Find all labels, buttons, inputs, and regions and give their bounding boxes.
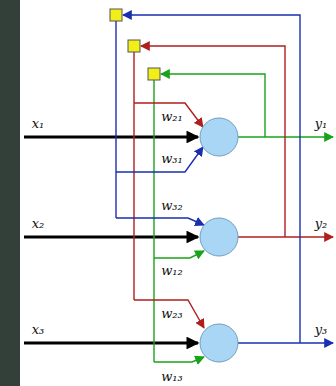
signal-label: y₃ [315,323,328,336]
signal-label: y₁ [315,117,328,130]
signal-label: w₁₃ [161,370,183,383]
signal-label: x₁ [32,117,45,130]
red-feedback-wires [134,46,333,328]
delay-squares [110,9,160,80]
signal-label: w₂₁ [161,110,183,123]
signal-label: x₃ [32,323,45,336]
signal-label: w₃₂ [161,199,183,212]
signal-label: x₂ [32,217,45,230]
neuron-circles [200,118,238,362]
input-arrows [24,137,198,343]
signal-label: y₂ [315,217,328,230]
signal-label: w₃₁ [161,152,183,165]
signal-label: w₂₃ [161,307,183,320]
signal-label: w₁₂ [161,264,183,277]
blue-feedback-wires [116,15,333,343]
blackboard-strip [0,0,20,386]
